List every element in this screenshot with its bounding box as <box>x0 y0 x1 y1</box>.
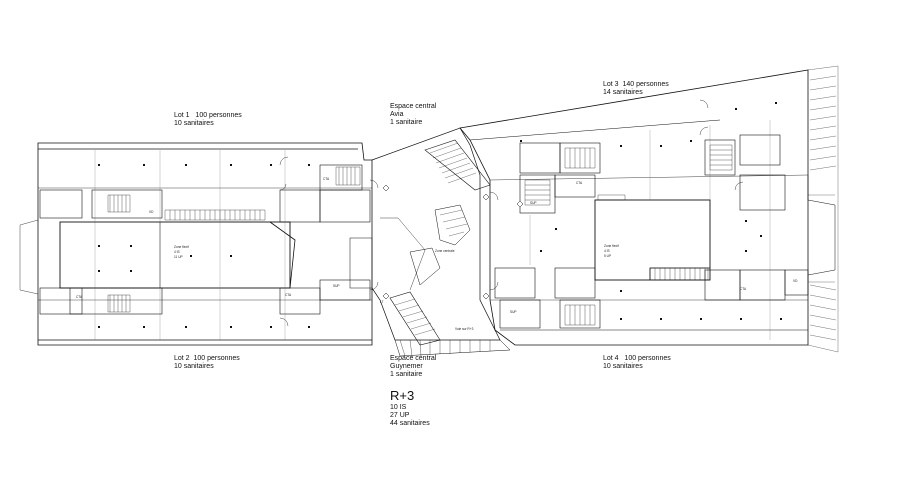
sup-tag-right-top: SUP <box>530 201 537 205</box>
vd-tag-right: VD <box>793 279 798 283</box>
cta-tag-right-top: CTA <box>576 181 583 185</box>
level-stats: 10 IS 27 UP 44 sanitaires <box>390 404 430 428</box>
sup-tag-left: SUP <box>333 284 340 288</box>
left-courtyard <box>59 221 291 289</box>
level-is: 10 IS <box>390 404 407 411</box>
lot1-label: Lot 1 100 personnes 10 sanitaires <box>174 112 242 128</box>
guynemer-toilets: 1 sanitaire <box>390 371 423 378</box>
cta-tag-right-bottom: CTA <box>740 287 747 291</box>
cta-tag-left-bottom: CTA <box>76 295 83 299</box>
right-building-outline <box>459 69 809 346</box>
cta-tag-center-top: CTA <box>323 177 330 181</box>
cta-tag-center-bottom: CTA <box>285 293 292 297</box>
central-space-avia-label: Espace central Avia 1 sanitaire <box>390 103 436 127</box>
central-atrium <box>371 127 501 341</box>
zone-right-up: 5 UP <box>604 254 611 258</box>
lot2-label: Lot 2 100 personnes 10 sanitaires <box>174 355 240 371</box>
zone-centrale-label: Zone centrale <box>435 249 455 253</box>
lot1-people: 100 personnes <box>195 112 242 119</box>
lot1-name: Lot 1 <box>174 112 190 119</box>
lot4-label: Lot 4 100 personnes 10 sanitaires <box>603 355 671 371</box>
sup-tag-right-bottom: SUP <box>510 310 517 314</box>
level-up: 27 UP <box>390 412 410 419</box>
avia-name: Avia <box>390 111 404 118</box>
avia-title: Espace central <box>390 103 437 110</box>
lot3-people: 140 personnes <box>622 81 669 88</box>
guynemer-name: Guynemer <box>390 363 423 370</box>
avia-toilets: 1 sanitaire <box>390 119 423 126</box>
bridge-label: Voie sur R+3 <box>455 327 474 331</box>
zone-left-is: 4 IS <box>174 250 180 254</box>
lot1-toilets: 10 sanitaires <box>174 120 214 127</box>
lot2-name: Lot 2 <box>174 355 190 362</box>
vd-tag-left: VD <box>149 210 154 214</box>
lot2-people: 100 personnes <box>193 355 240 362</box>
central-space-guynemer-label: Espace central Guynemer 1 sanitaire <box>390 355 436 379</box>
zone-left-up: 11 UP <box>174 255 183 259</box>
left-building-outline <box>37 142 373 346</box>
lt-tag: LT <box>380 300 384 304</box>
lot3-toilets: 14 sanitaires <box>603 89 643 96</box>
lot3-name: Lot 3 <box>603 81 619 88</box>
zone-right-label: Zone flexif <box>604 244 619 248</box>
lot3-label: Lot 3 140 personnes 14 sanitaires <box>603 81 669 97</box>
zone-left-label: Zone flexif <box>174 245 189 249</box>
lot4-people: 100 personnes <box>624 355 671 362</box>
lot4-toilets: 10 sanitaires <box>603 363 643 370</box>
level-toilets: 44 sanitaires <box>390 420 430 427</box>
lot4-name: Lot 4 <box>603 355 619 362</box>
level-title: R+3 <box>390 388 415 403</box>
lot2-toilets: 10 sanitaires <box>174 363 214 370</box>
zone-right-is: 4 IS <box>604 249 610 253</box>
guynemer-title: Espace central <box>390 355 437 362</box>
